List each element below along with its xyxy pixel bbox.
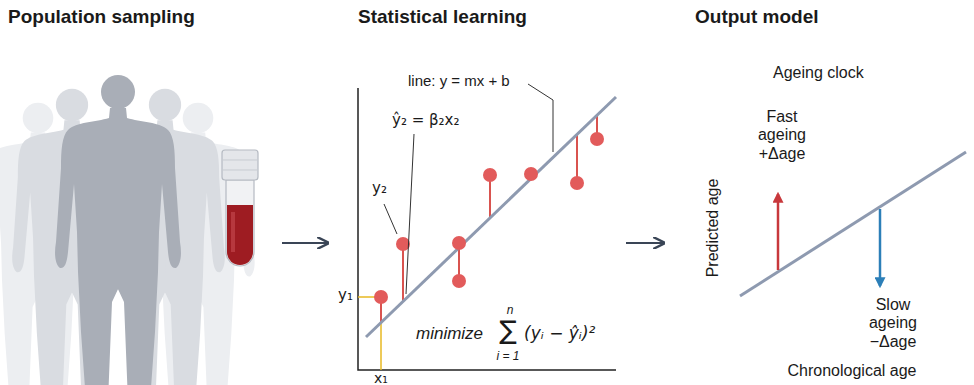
plot-label: Chronological age [788, 362, 917, 380]
flow-arrow [282, 242, 328, 244]
fast-ageing-arrow [777, 194, 780, 270]
person-silhouette [55, 75, 181, 385]
person-silhouette-main [55, 75, 181, 385]
cap-ridges [222, 160, 258, 170]
plot-label: Slow ageing −Δage [858, 296, 928, 351]
data-point [524, 167, 538, 181]
plot-label: (yᵢ − ŷᵢ)² [524, 324, 595, 344]
regression-line [366, 97, 616, 337]
data-points [374, 132, 604, 304]
plot-label: y₁ [338, 287, 353, 304]
leader-lines [384, 84, 553, 294]
plot-label: Ageing clock [773, 64, 864, 82]
tube-body [226, 180, 254, 266]
plot-label: x₁ [374, 371, 388, 385]
data-point [570, 176, 584, 190]
slow-ageing-arrow [879, 209, 882, 286]
tube-cap [222, 150, 258, 180]
tube-highlight [231, 212, 235, 252]
plot-label: Fast ageing +Δage [747, 108, 817, 163]
blood [227, 205, 253, 265]
clock-line [740, 152, 966, 296]
data-point [590, 132, 604, 146]
leader-line [406, 134, 414, 294]
leader-line [384, 204, 397, 234]
residual-line [402, 244, 404, 302]
data-point [452, 236, 466, 250]
flow-arrow [626, 242, 664, 244]
plot-label: ŷ₂ = β₂x₂ [392, 112, 459, 129]
panel-title: Population sampling [8, 6, 195, 28]
plot-label: ∑ [499, 316, 517, 345]
residual-line [576, 134, 578, 183]
plot-axes [358, 88, 616, 370]
blood-tube [222, 150, 258, 266]
plot-label: y₂ [372, 180, 387, 197]
leader-line [528, 84, 553, 152]
plot-label: line: y = mx + b [408, 72, 510, 89]
plot-label: minimize [416, 324, 483, 344]
data-point [452, 274, 466, 288]
data-point [374, 290, 388, 304]
panel-title: Statistical learning [358, 6, 527, 28]
data-point [483, 168, 497, 182]
panel-title: Output model [695, 6, 818, 28]
panel: Population sampling [0, 0, 278, 385]
plot-label: Predicted age [704, 179, 722, 278]
plot-label: i = 1 [496, 350, 519, 364]
